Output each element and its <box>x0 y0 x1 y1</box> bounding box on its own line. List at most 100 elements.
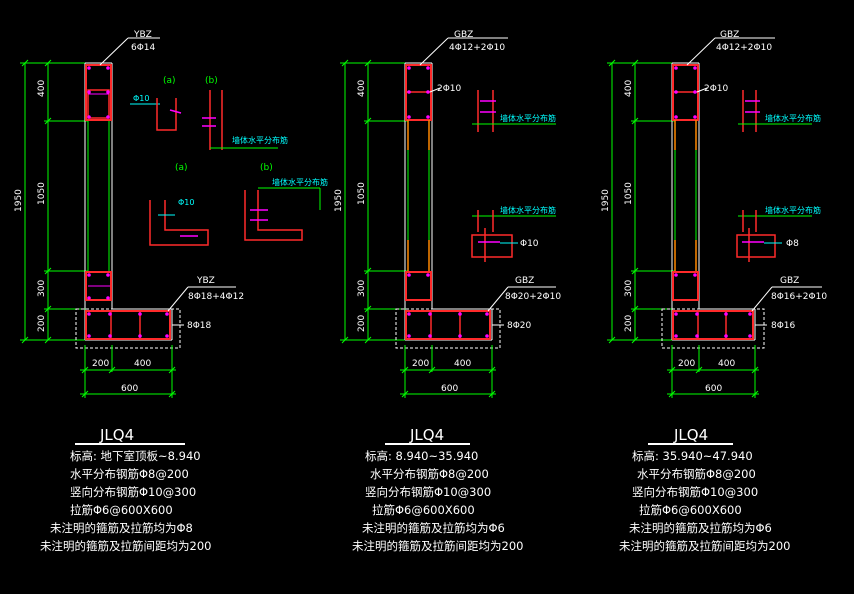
dim-width: 600 <box>121 384 138 394</box>
detail-a-rebar: Φ10 <box>133 94 149 103</box>
bottom-rebar: 8Φ16+2Φ10 <box>771 292 827 302</box>
top-boundary-element <box>672 64 699 150</box>
bottom-boundary-element <box>395 240 501 349</box>
note-3: 竖向分布钢筋Φ10@300 <box>365 485 491 499</box>
vertical-dimension-lines <box>607 59 675 344</box>
dim-200-h: 200 <box>92 359 109 369</box>
note-5: 未注明的箍筋及拉筋均为Φ6 <box>362 521 505 535</box>
wall-panel-1: 400 1050 300 200 1950 <box>14 30 328 553</box>
top-boundary-element <box>405 64 432 150</box>
top-tag: GBZ <box>454 30 473 40</box>
note-6: 未注明的箍筋及拉筋间距均为200 <box>619 539 790 553</box>
dim-width: 600 <box>441 384 458 394</box>
dim-300: 300 <box>37 280 47 297</box>
bottom-rebar: 8Φ18+4Φ12 <box>188 292 244 302</box>
top-tag: YBZ <box>133 30 152 40</box>
note-6: 未注明的箍筋及拉筋间距均为200 <box>352 539 523 553</box>
note-6: 未注明的箍筋及拉筋间距均为200 <box>40 539 211 553</box>
dim-400: 400 <box>624 80 634 97</box>
top-tag: GBZ <box>720 30 739 40</box>
note-1: 标高: 8.940~35.940 <box>365 449 478 463</box>
wall-rebar-label-2: 墙体水平分布筋 <box>500 205 556 215</box>
detail-a-rebar-2: Φ10 <box>178 198 194 207</box>
top-boundary-element <box>85 64 112 121</box>
bottom-boundary-element <box>661 240 765 349</box>
wall-vertical-rebar <box>674 121 697 271</box>
vertical-dimension-lines <box>340 59 408 344</box>
horizontal-dimension-lines <box>667 345 759 398</box>
detail-a-label: (a) <box>163 76 176 86</box>
wall-title: JLQ4 <box>409 426 444 444</box>
top-rebar: 6Φ14 <box>131 43 156 53</box>
bottom-tag: YBZ <box>196 276 215 286</box>
detail-rebar: Φ10 <box>520 239 539 249</box>
side-rebar: 8Φ20 <box>507 321 532 331</box>
rebar-details: 墙体水平分布筋 墙体水平分布筋 Φ10 <box>471 90 556 262</box>
dim-300: 300 <box>357 280 367 297</box>
dim-400-h: 400 <box>454 359 471 369</box>
note-2: 水平分布钢筋Φ8@200 <box>637 467 756 481</box>
dim-1050: 1050 <box>37 182 47 205</box>
dim-200: 200 <box>37 315 47 332</box>
top-leader <box>686 37 775 93</box>
bottom-boundary-element <box>75 271 181 349</box>
wall-outline <box>84 62 173 341</box>
dim-width: 600 <box>705 384 722 394</box>
dim-300: 300 <box>624 280 634 297</box>
dim-400: 400 <box>37 80 47 97</box>
wall-outline <box>404 62 493 341</box>
notes: 标高: 8.940~35.940 水平分布钢筋Φ8@200 竖向分布钢筋Φ10@… <box>352 449 523 553</box>
dim-400-h: 400 <box>718 359 735 369</box>
wall-rebar-label-2: 墙体水平分布筋 <box>272 177 328 187</box>
dim-total: 1950 <box>601 189 611 212</box>
rebar-details: 墙体水平分布筋 墙体水平分布筋 Φ8 <box>736 90 821 262</box>
side-rebar: 8Φ16 <box>771 321 796 331</box>
note-3: 竖向分布钢筋Φ10@300 <box>632 485 758 499</box>
top-rebar: 4Φ12+2Φ10 <box>716 43 772 53</box>
dim-total: 1950 <box>14 189 24 212</box>
top-rebar: 4Φ12+2Φ10 <box>449 43 505 53</box>
detail-b-label: (b) <box>205 76 218 86</box>
note-4: 拉筋Φ6@600X600 <box>70 503 173 517</box>
wall-rebar-label-1: 墙体水平分布筋 <box>500 113 556 123</box>
wall-vertical-rebar <box>407 121 430 271</box>
note-5: 未注明的箍筋及拉筋均为Φ6 <box>629 521 772 535</box>
dim-total: 1950 <box>334 189 344 212</box>
bottom-tag: GBZ <box>780 276 799 286</box>
side-rebar: 8Φ18 <box>187 321 212 331</box>
wall-title: JLQ4 <box>99 426 134 444</box>
vertical-dimension-lines <box>20 59 88 344</box>
notes: 标高: 35.940~47.940 水平分布钢筋Φ8@200 竖向分布钢筋Φ10… <box>619 449 790 553</box>
wall-vertical-rebar <box>87 121 110 271</box>
wall-panel-3: 400 1050 300 200 1950 <box>601 30 827 553</box>
horizontal-dimension-lines <box>400 345 496 398</box>
bottom-leader <box>751 286 822 326</box>
note-2: 水平分布钢筋Φ8@200 <box>70 467 189 481</box>
note-3: 竖向分布钢筋Φ10@300 <box>70 485 196 499</box>
note-1: 标高: 35.940~47.940 <box>632 449 753 463</box>
note-2: 水平分布钢筋Φ8@200 <box>370 467 489 481</box>
dim-400-h: 400 <box>134 359 151 369</box>
dim-200: 200 <box>624 315 634 332</box>
note-4: 拉筋Φ6@600X600 <box>639 503 742 517</box>
detail-rebar: Φ8 <box>786 239 799 249</box>
dim-400: 400 <box>357 80 367 97</box>
notes: 标高: 地下室顶板~8.940 水平分布钢筋Φ8@200 竖向分布钢筋Φ10@3… <box>40 449 211 553</box>
detail-a-label-2: (a) <box>175 163 188 173</box>
dim-200-h: 200 <box>678 359 695 369</box>
dim-1050: 1050 <box>357 182 367 205</box>
note-4: 拉筋Φ6@600X600 <box>372 503 475 517</box>
wall-panel-2: 400 1050 300 200 1950 <box>334 30 561 553</box>
bottom-rebar: 8Φ20+2Φ10 <box>505 292 561 302</box>
wall-rebar-label-1: 墙体水平分布筋 <box>765 113 821 123</box>
side-top-rebar: 2Φ10 <box>437 84 462 94</box>
bottom-leader <box>487 286 556 326</box>
side-top-rebar: 2Φ10 <box>704 84 729 94</box>
top-leader <box>99 37 160 66</box>
note-1: 标高: 地下室顶板~8.940 <box>70 449 201 463</box>
wall-title: JLQ4 <box>673 426 708 444</box>
top-leader <box>419 37 508 93</box>
note-5: 未注明的箍筋及拉筋均为Φ8 <box>50 521 193 535</box>
horizontal-dimension-lines <box>80 345 176 398</box>
